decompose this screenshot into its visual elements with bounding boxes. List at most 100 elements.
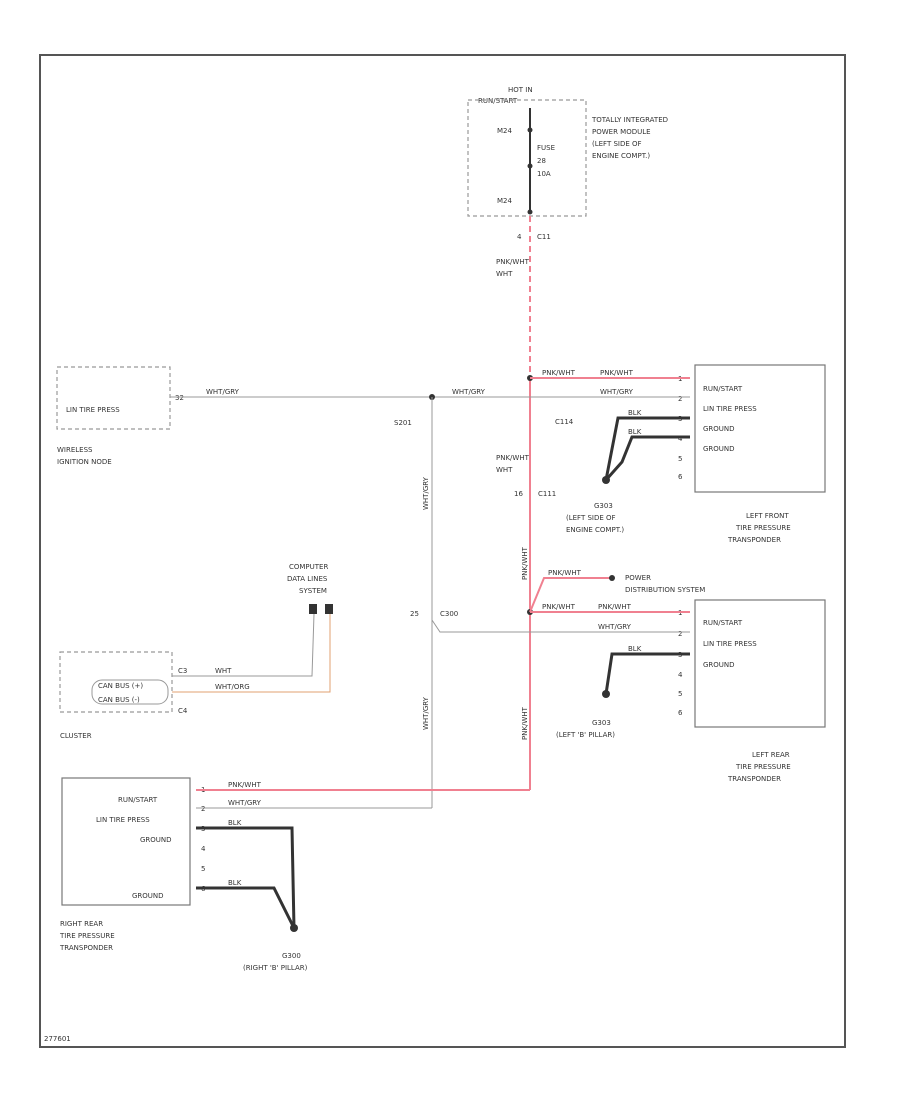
lr-pin-2: 2 (678, 630, 682, 638)
tipm-desc-3: (LEFT SIDE OF (592, 140, 642, 148)
lr-name-2: TIRE PRESSURE (735, 763, 791, 771)
wire-label-whtgry-1: WHT/GRY (206, 388, 240, 396)
fuse-label-1: FUSE (537, 144, 555, 152)
fuse-block: HOT IN RUN/START M24 FUSE 28 10A M24 TOT… (467, 86, 668, 241)
splice-s201-label: S201 (394, 419, 412, 427)
cl-wire-1: WHT (215, 667, 232, 675)
lf-pin-5: 5 (678, 455, 682, 463)
rr-pin-2: 2 (201, 805, 205, 813)
lr-ground-1: G303 (592, 719, 611, 727)
lr-box (694, 599, 826, 728)
fuse-out-label: M24 (497, 197, 512, 205)
left-rear-sensor: RUN/START LIN TIRE PRESS GROUND 1 2 3 4 … (678, 599, 826, 783)
pnk-vert-2: PNK/WHT (521, 706, 529, 740)
win-name-2: IGNITION NODE (57, 458, 112, 466)
win-name-1: WIRELESS (57, 446, 93, 454)
lr-pin-4: 4 (678, 671, 683, 679)
lf-ground-1: G303 (594, 502, 613, 510)
rr-name-1: RIGHT REAR (60, 920, 103, 928)
tipm-desc-2: POWER MODULE (592, 128, 651, 136)
rr-ground-1: G300 (282, 952, 301, 960)
rr-blk-2: BLK (228, 879, 242, 887)
cluster-can-1: CAN BUS (+) (98, 682, 143, 690)
lr-pin-text-1: RUN/START (703, 619, 743, 627)
lr-wire-3: WHT/GRY (598, 623, 632, 631)
rr-text-6: GROUND (132, 892, 164, 900)
rr-wire-1: PNK/WHT (228, 781, 262, 789)
lf-name-2: TIRE PRESSURE (735, 524, 791, 532)
rr-text-1: RUN/START (118, 796, 158, 804)
wire-label-whtgry-2: WHT/GRY (452, 388, 486, 396)
tipm-desc-1: TOTALLY INTEGRATED (591, 116, 668, 124)
rr-pin-5: 5 (201, 865, 205, 873)
fuse-title-1: HOT IN (508, 86, 533, 94)
lf-box (694, 364, 826, 493)
lf-name-1: LEFT FRONT (746, 512, 789, 520)
fuse-in-label: M24 (497, 127, 512, 135)
rr-blk-1: BLK (228, 819, 242, 827)
wire-label-vert-1: WHT/GRY (422, 476, 430, 510)
lr-wire-2: PNK/WHT (598, 603, 632, 611)
c111-pin: 16 (514, 490, 523, 498)
cluster-box (59, 651, 173, 713)
rr-box (61, 777, 191, 906)
cl-wire-2: WHT/ORG (215, 683, 250, 691)
pnk-vert-1: PNK/WHT (521, 546, 529, 580)
lf-ground-3: ENGINE COMPT.) (566, 526, 624, 534)
lf-wire-label-2: PNK/WHT (600, 369, 634, 377)
lf-pin-text-4: GROUND (703, 445, 735, 453)
win-box (56, 366, 171, 430)
lr-name-1: LEFT REAR (752, 751, 790, 759)
lf-ground-2: (LEFT SIDE OF (566, 514, 616, 522)
rr-ground-2: (RIGHT 'B' PILLAR) (243, 964, 308, 972)
cluster-can-2: CAN BUS (-) (98, 696, 140, 704)
lr-pin-6: 6 (678, 709, 683, 717)
c300-pin: 25 (410, 610, 419, 618)
lr-blk: BLK (628, 645, 642, 653)
fuse-label-2: 28 (537, 157, 546, 165)
cdls-2: DATA LINES (287, 575, 328, 583)
lf-blk-1: BLK (628, 409, 642, 417)
win-pin: 32 (175, 394, 184, 402)
win-lin-label: LIN TIRE PRESS (66, 406, 120, 414)
cdls-3: SYSTEM (299, 587, 327, 595)
footer-id: 277601 (44, 1035, 71, 1043)
lf-wire-wht-2: WHT (496, 466, 513, 474)
right-rear-sensor: RUN/START LIN TIRE PRESS GROUND GROUND 1… (59, 777, 206, 952)
cluster-pin-2: C4 (178, 707, 188, 715)
lf-pin-text-1: RUN/START (703, 385, 743, 393)
lr-pin-text-3: GROUND (703, 661, 735, 669)
lf-name-3: TRANSPONDER (727, 536, 781, 544)
lf-wire-label-3: WHT/GRY (600, 388, 634, 396)
rr-text-2: LIN TIRE PRESS (96, 816, 150, 824)
tipm-desc-4: ENGINE COMPT.) (592, 152, 650, 160)
lr-ground-2: (LEFT 'B' PILLAR) (556, 731, 615, 739)
pds-name-1: POWER (625, 574, 651, 582)
lf-pin-text-3: GROUND (703, 425, 735, 433)
cdls-1: COMPUTER (289, 563, 328, 571)
rr-name-2: TIRE PRESSURE (59, 932, 115, 940)
lr-wire-1: PNK/WHT (542, 603, 576, 611)
wireless-ignition-node: LIN TIRE PRESS 32 WIRELESS IGNITION NODE (56, 366, 184, 466)
tipm-box (467, 99, 587, 217)
fuse-label-3: 10A (537, 170, 551, 178)
fuse-title-2: RUN/START (478, 97, 518, 105)
rr-name-3: TRANSPONDER (59, 944, 113, 952)
lf-conn: C114 (555, 418, 574, 426)
c11-label: C11 (537, 233, 551, 241)
lf-pin-4: 4 (678, 435, 683, 443)
diagram-frame (39, 54, 846, 1048)
wire-label-vert-2: WHT/GRY (422, 696, 430, 730)
c300-label: C300 (440, 610, 458, 618)
rr-text-3: GROUND (140, 836, 172, 844)
c111-label: C111 (538, 490, 556, 498)
rr-pin-4: 4 (201, 845, 206, 853)
lf-pin-2: 2 (678, 395, 682, 403)
lr-pin-5: 5 (678, 690, 682, 698)
lf-pin-6: 6 (678, 473, 683, 481)
lf-blk-2: BLK (628, 428, 642, 436)
lf-wire-pnk-2: PNK/WHT (496, 454, 530, 462)
pds-wire: PNK/WHT (548, 569, 582, 577)
lr-name-3: TRANSPONDER (727, 775, 781, 783)
